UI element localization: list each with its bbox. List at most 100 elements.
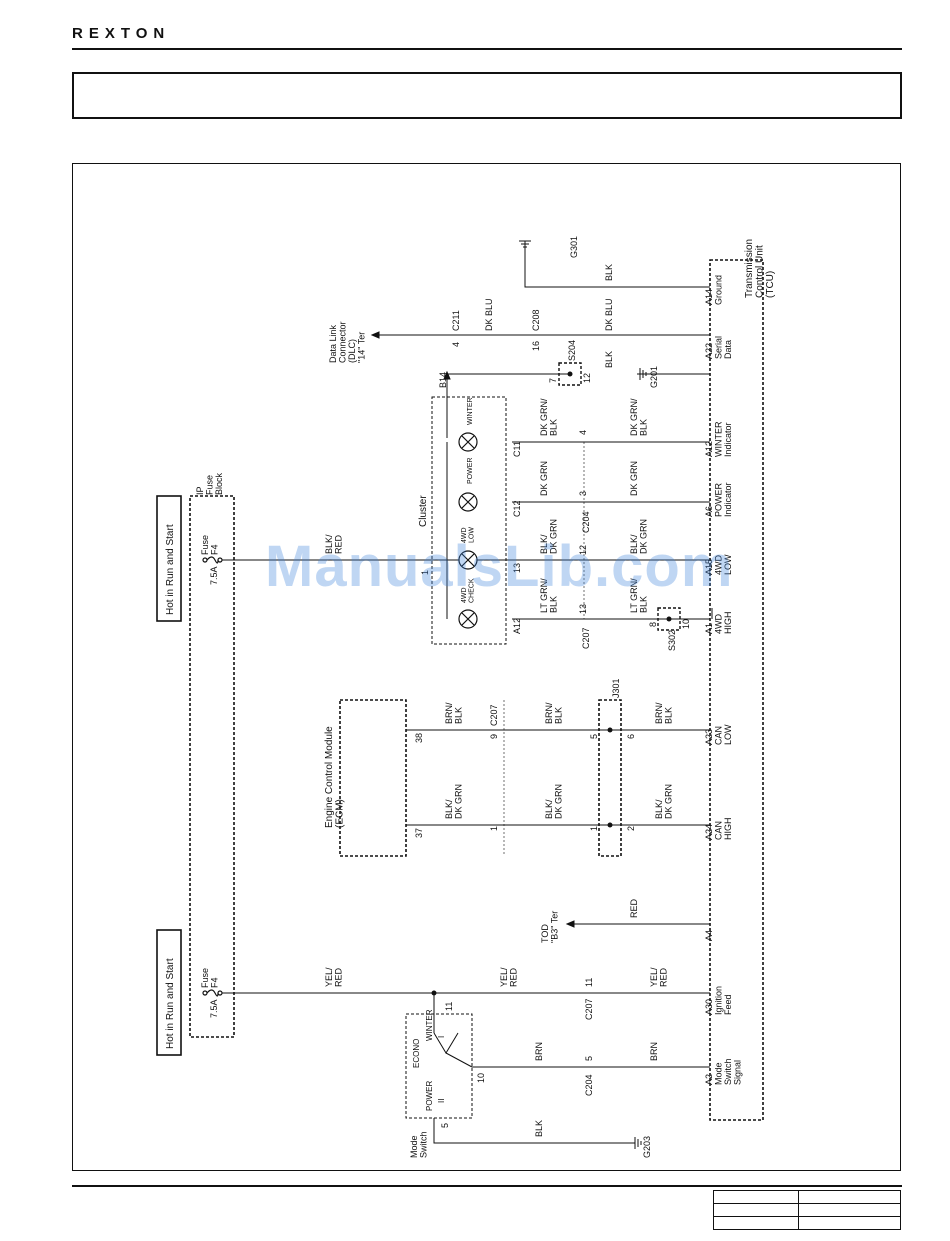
wire-label-dkblu-2: DK BLU bbox=[604, 298, 614, 331]
b14-arrow bbox=[443, 370, 451, 380]
num-3: 3 bbox=[578, 491, 588, 496]
j301-dot-low bbox=[607, 727, 613, 733]
num-8: 8 bbox=[648, 622, 658, 627]
conn-g203-label: G203 bbox=[642, 1136, 652, 1158]
footer-cell-h2 bbox=[714, 1216, 900, 1217]
conn-c207-label-3: C207 bbox=[584, 998, 594, 1020]
wire-label-yelred-3: YEL/RED bbox=[649, 967, 668, 987]
lamp-power-label: POWER bbox=[467, 458, 474, 484]
pin-a12-label: A12WINTERIndicator bbox=[704, 421, 733, 457]
conn-c207-label-1: C207 bbox=[581, 627, 591, 649]
num-1a: 1 bbox=[489, 826, 499, 831]
wiring-diagram-frame: TransmissionControl Unit(TCU)Engine Cont… bbox=[72, 163, 902, 1177]
s204-dot bbox=[567, 371, 573, 377]
ground-g203-icon bbox=[632, 1137, 642, 1149]
wire-label-blk-g201: BLK bbox=[604, 351, 614, 368]
ip-fuse-block-label: IPFuseBlock bbox=[195, 472, 224, 495]
ground-symbols bbox=[519, 240, 647, 1149]
pin-a15-label: A154WDLOW bbox=[704, 554, 733, 575]
num-4b: 4 bbox=[578, 430, 588, 435]
hot-in-run-box-2 bbox=[156, 929, 182, 1056]
wire-label-dkgrnblk-2: DK GRN/BLK bbox=[629, 398, 648, 436]
wires bbox=[220, 248, 713, 1144]
s302-dot bbox=[666, 616, 672, 622]
num-13: 13 bbox=[578, 604, 588, 614]
mode-switch-label: ModeSwitch bbox=[409, 1131, 428, 1158]
wire-label-blk-g301: BLK bbox=[604, 264, 614, 281]
wire-label-dkgrnblk-1: DK GRN/BLK bbox=[539, 398, 558, 436]
pin-a1-label: A14WDHIGH bbox=[704, 612, 733, 635]
amp-label-2: 7.5A bbox=[209, 999, 219, 1018]
num-10b: 10 bbox=[476, 1073, 486, 1083]
title-box bbox=[72, 72, 902, 119]
num-9: 9 bbox=[489, 734, 499, 739]
conn-g301-label: G301 bbox=[569, 236, 579, 258]
num-1c: 1 bbox=[420, 570, 430, 575]
footer-rule bbox=[72, 1185, 902, 1187]
num-11a: 11 bbox=[584, 978, 594, 987]
ignition-splice-dot bbox=[431, 990, 437, 996]
connector-groups bbox=[503, 442, 585, 856]
hot-in-run-box-1 bbox=[156, 495, 182, 622]
wiring-diagram: TransmissionControl Unit(TCU)Engine Cont… bbox=[72, 163, 901, 1171]
num-38: 38 bbox=[414, 733, 424, 743]
footer-cell-v bbox=[798, 1191, 799, 1229]
wire-label-blkred: BLK/RED bbox=[324, 534, 343, 554]
conn-a12c-label: A12 bbox=[512, 618, 522, 634]
pin-a14-label: A14Ground bbox=[704, 275, 723, 305]
conn-j301-label: J301 bbox=[611, 678, 621, 698]
cluster-label: Cluster bbox=[418, 495, 429, 527]
conn-c11-label: C11 bbox=[512, 441, 522, 457]
cluster-box bbox=[431, 396, 507, 645]
switch-winter-label: WINTER bbox=[425, 1009, 434, 1041]
diagram-border bbox=[72, 163, 901, 1171]
footer-cell-h1 bbox=[714, 1203, 900, 1204]
wire-label-brn-1: BRN bbox=[534, 1042, 544, 1061]
fuse-f4-icon-1 bbox=[202, 556, 223, 564]
conn-c211-label: C211 bbox=[451, 310, 461, 331]
fuse-label-2: FuseF4 bbox=[200, 968, 219, 988]
wire-label-dkblu-1: DK BLU bbox=[484, 298, 494, 331]
splice-dots bbox=[431, 371, 672, 996]
num-6: 6 bbox=[626, 734, 636, 739]
wire-label-dkgrn-2: DK GRN bbox=[629, 461, 639, 496]
fuse-label-1: FuseF4 bbox=[200, 535, 219, 555]
tcu-box bbox=[709, 259, 764, 1121]
conn-c13-label: 13 bbox=[512, 563, 522, 573]
wire-label-brn-2: BRN bbox=[649, 1042, 659, 1061]
fuse-f4-icon-2 bbox=[202, 989, 223, 997]
rexton-logo: REXTON bbox=[72, 24, 212, 47]
conn-c204-label-2: C204 bbox=[584, 1074, 594, 1096]
tod-arrow bbox=[565, 920, 575, 928]
pin-a23-label: A23CANLOW bbox=[704, 724, 733, 745]
fuse-symbols bbox=[202, 556, 223, 997]
wire-label-ltgrnblk-2: LT GRN/BLK bbox=[629, 578, 648, 613]
hot-in-run-label-2: Hot in Run and Start bbox=[165, 958, 176, 1049]
conn-b14-label: B14 bbox=[438, 372, 448, 388]
wire-label-blkdkgrn-1: BLK/DK GRN bbox=[444, 784, 463, 819]
wire-label-yelred-1: YEL/RED bbox=[324, 967, 343, 987]
conn-s302-label: S302 bbox=[667, 630, 677, 651]
wire-label-4wdlow-2: BLK/DK GRN bbox=[629, 519, 648, 554]
ground-g201-icon bbox=[637, 368, 647, 380]
lamp-winter-icon bbox=[458, 432, 478, 452]
switch-i-label: I bbox=[437, 1036, 446, 1038]
wire-label-blkdkgrn-3: BLK/DK GRN bbox=[654, 784, 673, 819]
conn-c208-label: C208 bbox=[531, 309, 541, 331]
lamp-power-icon bbox=[458, 492, 478, 512]
j301-box bbox=[598, 699, 622, 857]
wire-label-brnblk-1: BRN/BLK bbox=[444, 702, 463, 724]
wire-ground-g301 bbox=[524, 248, 710, 288]
wire-label-blkdkgrn-2: BLK/DK GRN bbox=[544, 784, 563, 819]
pin-a4-label: A4 bbox=[704, 930, 714, 941]
switch-ii-label: II bbox=[437, 1099, 446, 1103]
wire-label-dkgrn-1: DK GRN bbox=[539, 461, 549, 496]
mode-switch-box bbox=[405, 1013, 473, 1119]
num-5: 5 bbox=[589, 734, 599, 739]
switch-blade-icon bbox=[433, 1032, 473, 1068]
dlc-arrow bbox=[370, 331, 380, 339]
conn-c207-label-2: C207 bbox=[489, 704, 499, 726]
svg-text:REXTON: REXTON bbox=[72, 25, 170, 42]
wire-switch-ground bbox=[433, 1118, 632, 1144]
num-7: 7 bbox=[548, 378, 558, 383]
